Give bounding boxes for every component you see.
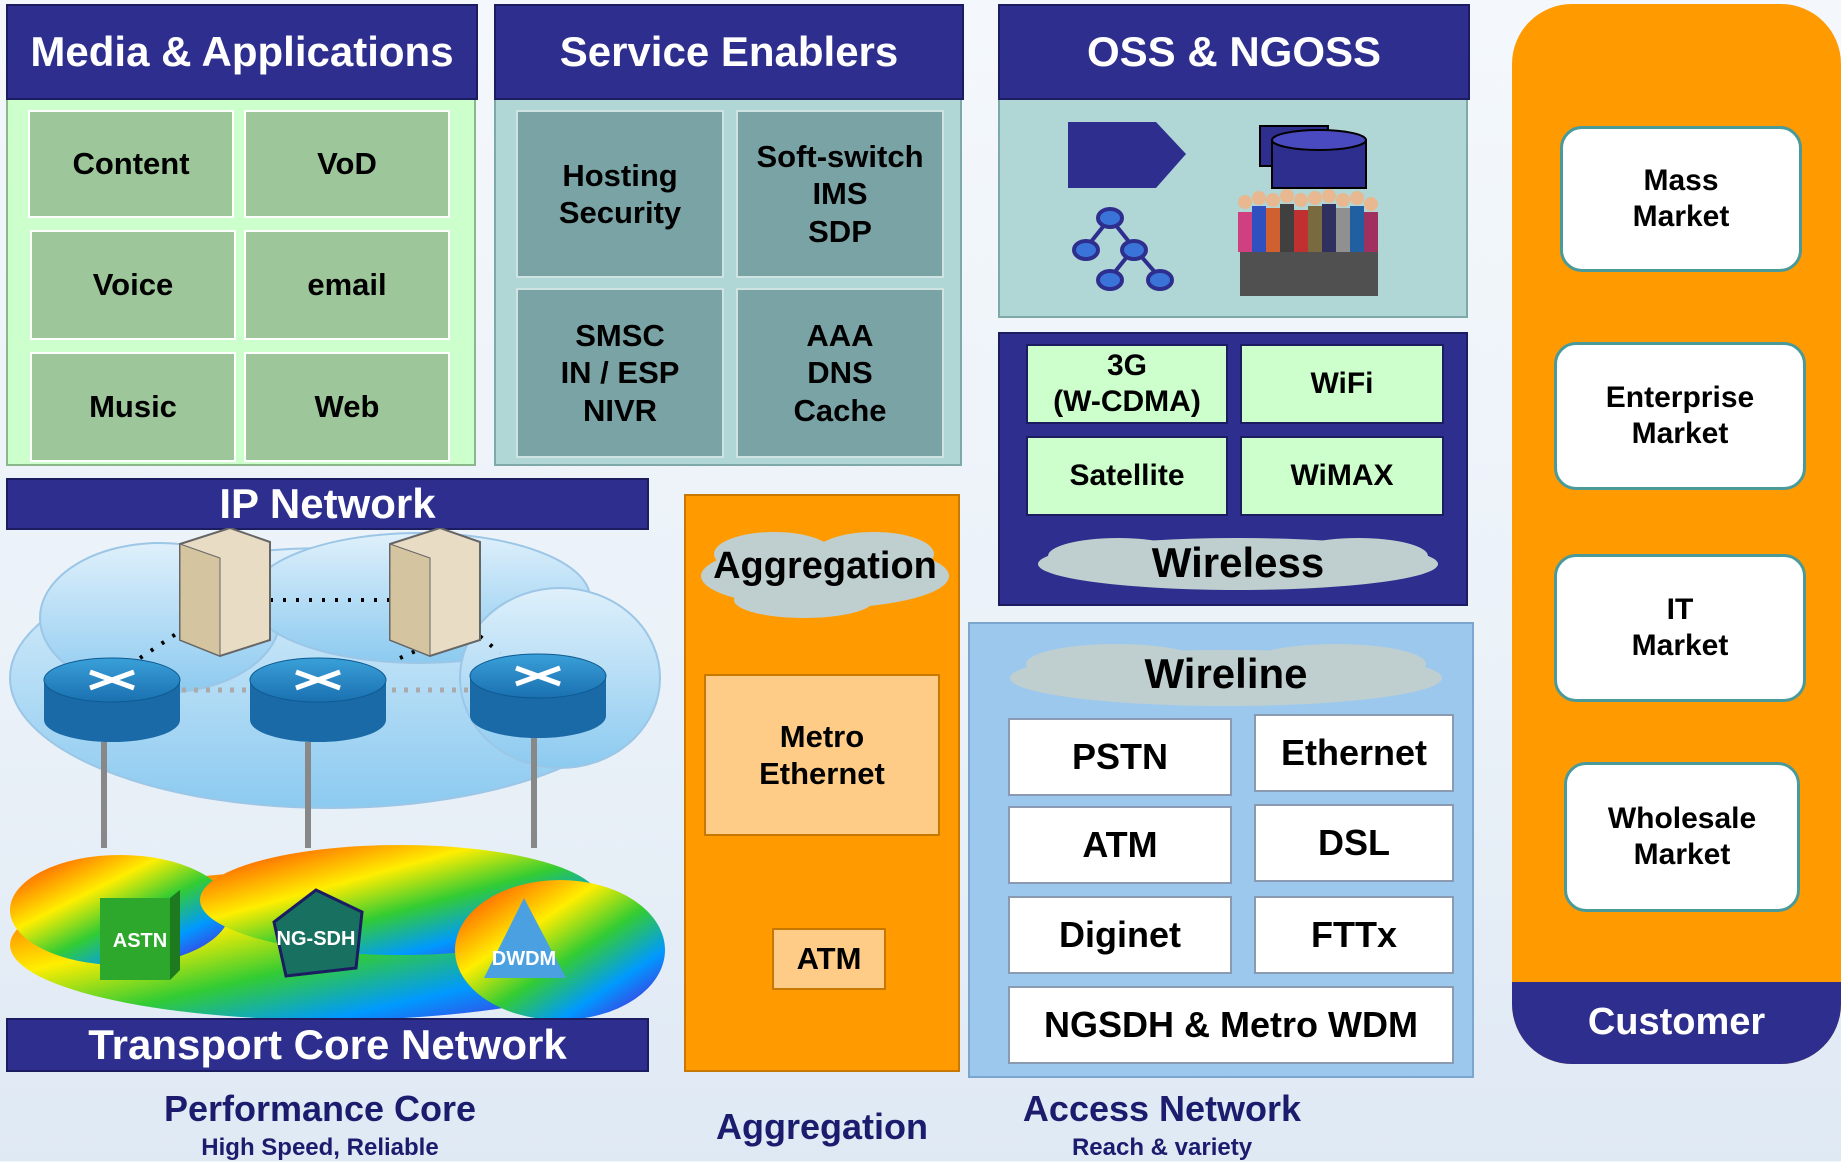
- ip-network-title: IP Network: [6, 478, 649, 530]
- wireline-panel: Wireline PSTN Ethernet ATM DSL Diginet F…: [968, 622, 1474, 1078]
- hosting-security-cell: Hosting Security: [516, 110, 724, 278]
- process-arrow-icon: [1068, 122, 1186, 188]
- metro-ethernet-cell: Metro Ethernet: [704, 674, 940, 836]
- aggregation-caption: Aggregation: [716, 1106, 928, 1147]
- mass-market-card: Mass Market: [1560, 126, 1802, 272]
- wireless-panel: 3G (W-CDMA) WiFi Satellite WiMAX Wireles…: [998, 332, 1468, 606]
- softswitch-cell: Soft-switch IMS SDP: [736, 110, 944, 278]
- performance-core-caption: Performance Core: [163, 1088, 477, 1129]
- oss-panel: OSS & NGOSS: [998, 4, 1470, 318]
- wireline-atm-cell: ATM: [1008, 806, 1232, 884]
- web-cell: Web: [244, 352, 450, 462]
- database-icon: [1259, 125, 1367, 189]
- smsc-cell: SMSC IN / ESP NIVR: [516, 288, 724, 458]
- people-group-icon: [1238, 189, 1378, 296]
- hierarchy-icon: [1072, 207, 1174, 291]
- ng-sdh-label: NG-SDH: [276, 928, 356, 950]
- dwdm-node-icon: [484, 898, 566, 978]
- wireline-cloud: [1010, 644, 1442, 706]
- server-icon: [179, 528, 481, 658]
- media-applications-title: Media & Applications: [6, 4, 478, 100]
- performance-core-subcaption: High Speed, Reliable: [201, 1134, 439, 1161]
- astn-label: ASTN: [112, 930, 168, 952]
- fttx-cell: FTTx: [1254, 896, 1454, 974]
- agg-atm-cell: ATM: [772, 928, 886, 990]
- ng-sdh-node-icon: [272, 888, 364, 978]
- satellite-cell: Satellite: [1026, 436, 1228, 516]
- music-cell: Music: [30, 352, 236, 462]
- router-icon: [43, 653, 607, 742]
- service-enablers-panel: Service Enablers Hosting Security Soft-s…: [494, 4, 964, 466]
- oss-icons: [1068, 122, 1378, 296]
- wholesale-market-card: Wholesale Market: [1564, 762, 1800, 912]
- pstn-cell: PSTN: [1008, 718, 1232, 796]
- wireless-label: Wireless: [1151, 539, 1325, 586]
- vod-cell: VoD: [244, 110, 450, 218]
- diginet-cell: Diginet: [1008, 896, 1232, 974]
- transport-cloud: [10, 845, 665, 1020]
- customer-panel: Mass Market Enterprise Market IT Market …: [1512, 4, 1841, 1064]
- dsl-cell: DSL: [1254, 804, 1454, 882]
- customer-label: Customer: [1512, 982, 1841, 1064]
- voice-cell: Voice: [30, 230, 236, 340]
- dwdm-label: DWDM: [491, 948, 557, 970]
- aggregation-panel: Aggregation Metro Ethernet ATM: [684, 494, 960, 1072]
- it-market-card: IT Market: [1554, 554, 1806, 702]
- oss-title: OSS & NGOSS: [998, 4, 1470, 100]
- wifi-cell: WiFi: [1240, 344, 1444, 424]
- enterprise-market-card: Enterprise Market: [1554, 342, 1806, 490]
- aggregation-cloud: [701, 532, 949, 618]
- astn-node-icon: [100, 890, 180, 980]
- transport-core-title: Transport Core Network: [6, 1018, 649, 1072]
- access-network-caption: Access Network: [1022, 1088, 1302, 1129]
- media-applications-panel: Media & Applications Content VoD Voice e…: [6, 4, 478, 466]
- email-cell: email: [244, 230, 450, 340]
- aggregation-cloud-label: Aggregation: [713, 544, 937, 587]
- wireline-label: Wireline: [1144, 650, 1308, 697]
- service-enablers-title: Service Enablers: [494, 4, 964, 100]
- ip-network-diagram: [9, 528, 661, 848]
- ngsdh-cell: NGSDH & Metro WDM: [1008, 986, 1454, 1064]
- access-network-subcaption: Reach & variety: [1071, 1134, 1253, 1161]
- aaa-cell: AAA DNS Cache: [736, 288, 944, 458]
- 3g-cell: 3G (W-CDMA): [1026, 344, 1228, 424]
- wimax-cell: WiMAX: [1240, 436, 1444, 516]
- wireless-cloud: [1038, 538, 1438, 590]
- ethernet-cell: Ethernet: [1254, 714, 1454, 792]
- content-cell: Content: [28, 110, 234, 218]
